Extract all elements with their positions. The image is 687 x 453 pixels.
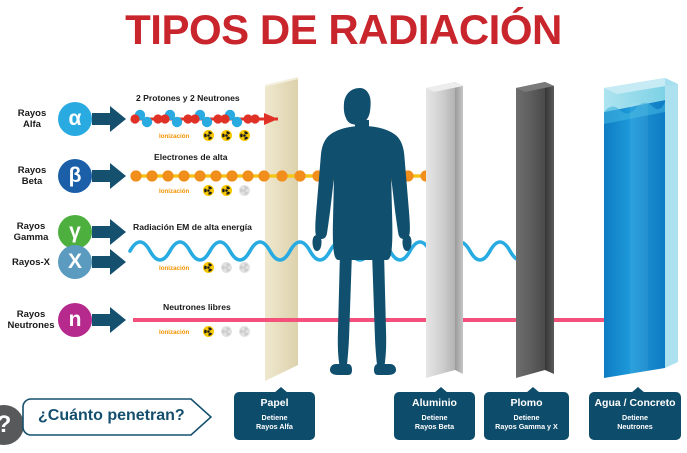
- radiation-trefoil-icon-inactive: [239, 185, 250, 196]
- barrier-aluminio: [426, 82, 463, 378]
- radiation-trefoil-icon: [203, 262, 214, 273]
- description-gamma: Radiación EM de alta energía: [133, 222, 252, 232]
- radiation-trefoil-icon-inactive: [221, 326, 232, 337]
- question-banner[interactable]: ¿Cuánto penetran?: [22, 398, 212, 436]
- barrier-agua-concreto: [604, 78, 678, 378]
- symbol-circle-alpha[interactable]: α: [58, 102, 92, 136]
- page-title: TIPOS DE RADIACIÓN: [125, 6, 562, 53]
- symbol-arrows: [92, 106, 126, 333]
- ionizacion-label-alfa: Ionización: [159, 133, 190, 140]
- gamma-wave: [128, 240, 532, 262]
- radiation-trefoil-icon-inactive: [221, 262, 232, 273]
- barrier-plomo: [516, 82, 554, 378]
- notch-aluminio: [434, 387, 448, 393]
- question-banner-outline: [22, 398, 212, 436]
- description-neutrones: Neutrones libres: [163, 302, 231, 312]
- description-beta: Electrones de alta: [154, 152, 228, 162]
- symbol-circle-xray[interactable]: X: [58, 245, 92, 279]
- row-label-rayos-x: Rayos-X: [11, 257, 50, 268]
- notch-papel: [274, 387, 288, 393]
- barrier-card-agua-concreto[interactable]: Agua / Concreto Detiene Neutrones: [589, 392, 681, 440]
- human-silhouette: [312, 88, 412, 375]
- radiation-trefoil-icon: [203, 326, 214, 337]
- row-label-beta: Rayos Beta: [17, 165, 47, 187]
- radiation-trefoil-icon: [203, 130, 214, 141]
- barrier-card-papel[interactable]: Papel Detiene Rayos Alfa: [234, 392, 315, 440]
- radiation-trefoil-icon-inactive: [239, 326, 250, 337]
- barrier-card-plomo[interactable]: Plomo Detiene Rayos Gamma y X: [484, 392, 569, 440]
- ionizacion-label-neutrones: Ionización: [159, 329, 190, 336]
- radiation-trefoil-icon: [203, 185, 214, 196]
- notch-agua-concreto: [631, 387, 645, 393]
- radiation-trefoil-icon: [221, 130, 232, 141]
- row-label-neutrones: Rayos Neutrones: [7, 309, 55, 331]
- question-banner-text: ¿Cuánto penetran?: [38, 407, 185, 424]
- radiation-trefoil-icon: [239, 130, 250, 141]
- row-label-gamma: Rayos Gamma: [13, 221, 49, 243]
- description-alfa: 2 Protones y 2 Neutrones: [136, 93, 240, 103]
- symbol-circle-neutron[interactable]: n: [58, 303, 92, 337]
- barrier-papel: [265, 77, 298, 381]
- ionizacion-label-gamma: Ionización: [159, 265, 190, 272]
- notch-plomo: [526, 387, 540, 393]
- barrier-card-aluminio[interactable]: Aluminio Detiene Rayos Beta: [394, 392, 475, 440]
- row-label-alfa: Rayos Alfa: [17, 108, 47, 130]
- alpha-beam: [130, 109, 278, 128]
- symbol-circle-gamma[interactable]: γ: [58, 215, 92, 249]
- symbol-circle-beta[interactable]: β: [58, 159, 92, 193]
- radiation-trefoil-icon: [221, 185, 232, 196]
- ionizacion-label-beta: Ionización: [159, 188, 190, 195]
- radiation-trefoil-icon-inactive: [239, 262, 250, 273]
